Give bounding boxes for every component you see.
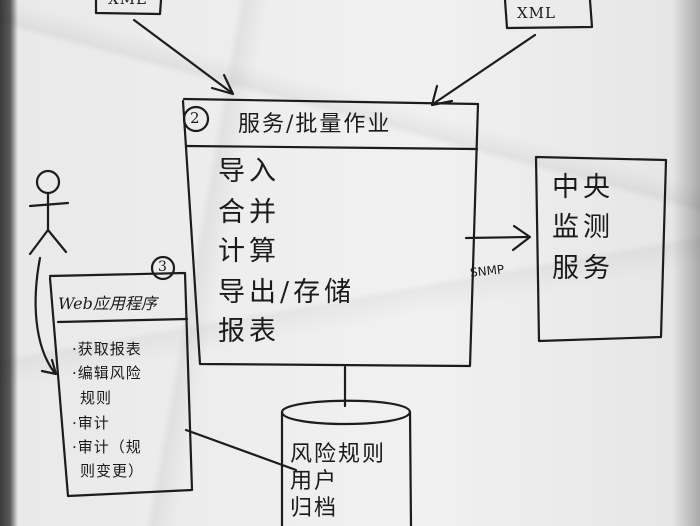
monitor-line-service: 服务 [552,253,614,284]
batch-item-export-store: 导出/存储 [218,277,356,308]
monitor-line-monitor: 监测 [552,212,614,243]
web-box-number-circle [150,255,176,281]
batch-box-title-divider [184,144,479,151]
batch-box-outline [181,97,480,368]
user-to-web-arrowhead [40,358,58,376]
database-line-archive: 归档 [290,496,339,521]
database-line-risk-rules: 风险规则 [290,442,387,467]
arrow-xml-right-to-batch [431,33,537,106]
monitor-box-outline [534,155,668,343]
web-item-audit-rule-change-cont: 则变更） [80,462,145,480]
web-box-outline [48,271,194,498]
user-figure-arms [28,201,70,208]
arrow-xml-left-to-batch [132,18,234,95]
batch-box-number: 2 [190,109,200,127]
web-item-edit-risk-rules: 规则 [80,389,113,407]
batch-item-report: 报表 [218,316,280,347]
user-figure-legs [28,228,68,256]
snmp-connector-arrowhead [511,224,532,252]
web-item-get-reports: ·获取报表 [72,340,142,358]
xml-tag-left-box [94,0,163,16]
web-item-audit-rule-change: ·审计（规 [72,438,142,456]
arrow-xml-right-head [430,84,454,107]
xml-tag-right-box [503,0,594,30]
web-to-database-line [184,428,298,472]
batch-box-title: 服务/批量作业 [238,112,392,137]
user-to-web-arrow [34,256,56,374]
monitor-line-central: 中央 [552,172,614,203]
xml-tag-left-label: XML [108,0,147,8]
batch-item-merge: 合并 [218,197,280,228]
web-box-number: 3 [158,259,167,275]
snmp-connector-line [464,235,530,240]
batch-box-number-circle [182,105,210,133]
web-box-title: Web应用程序 [58,294,157,313]
database-line-users: 用户 [290,469,339,494]
xml-tag-right-label: XML [517,4,556,22]
batch-item-compute: 计算 [218,236,280,267]
web-item-edit-risk: ·编辑风险 [72,364,142,382]
web-box-title-divider [56,317,189,324]
database-cylinder-sides [280,410,413,526]
batch-item-import: 导入 [218,156,280,187]
user-figure-head [35,169,61,195]
web-item-audit: ·审计 [72,414,110,432]
arrow-xml-left-head [210,73,235,96]
